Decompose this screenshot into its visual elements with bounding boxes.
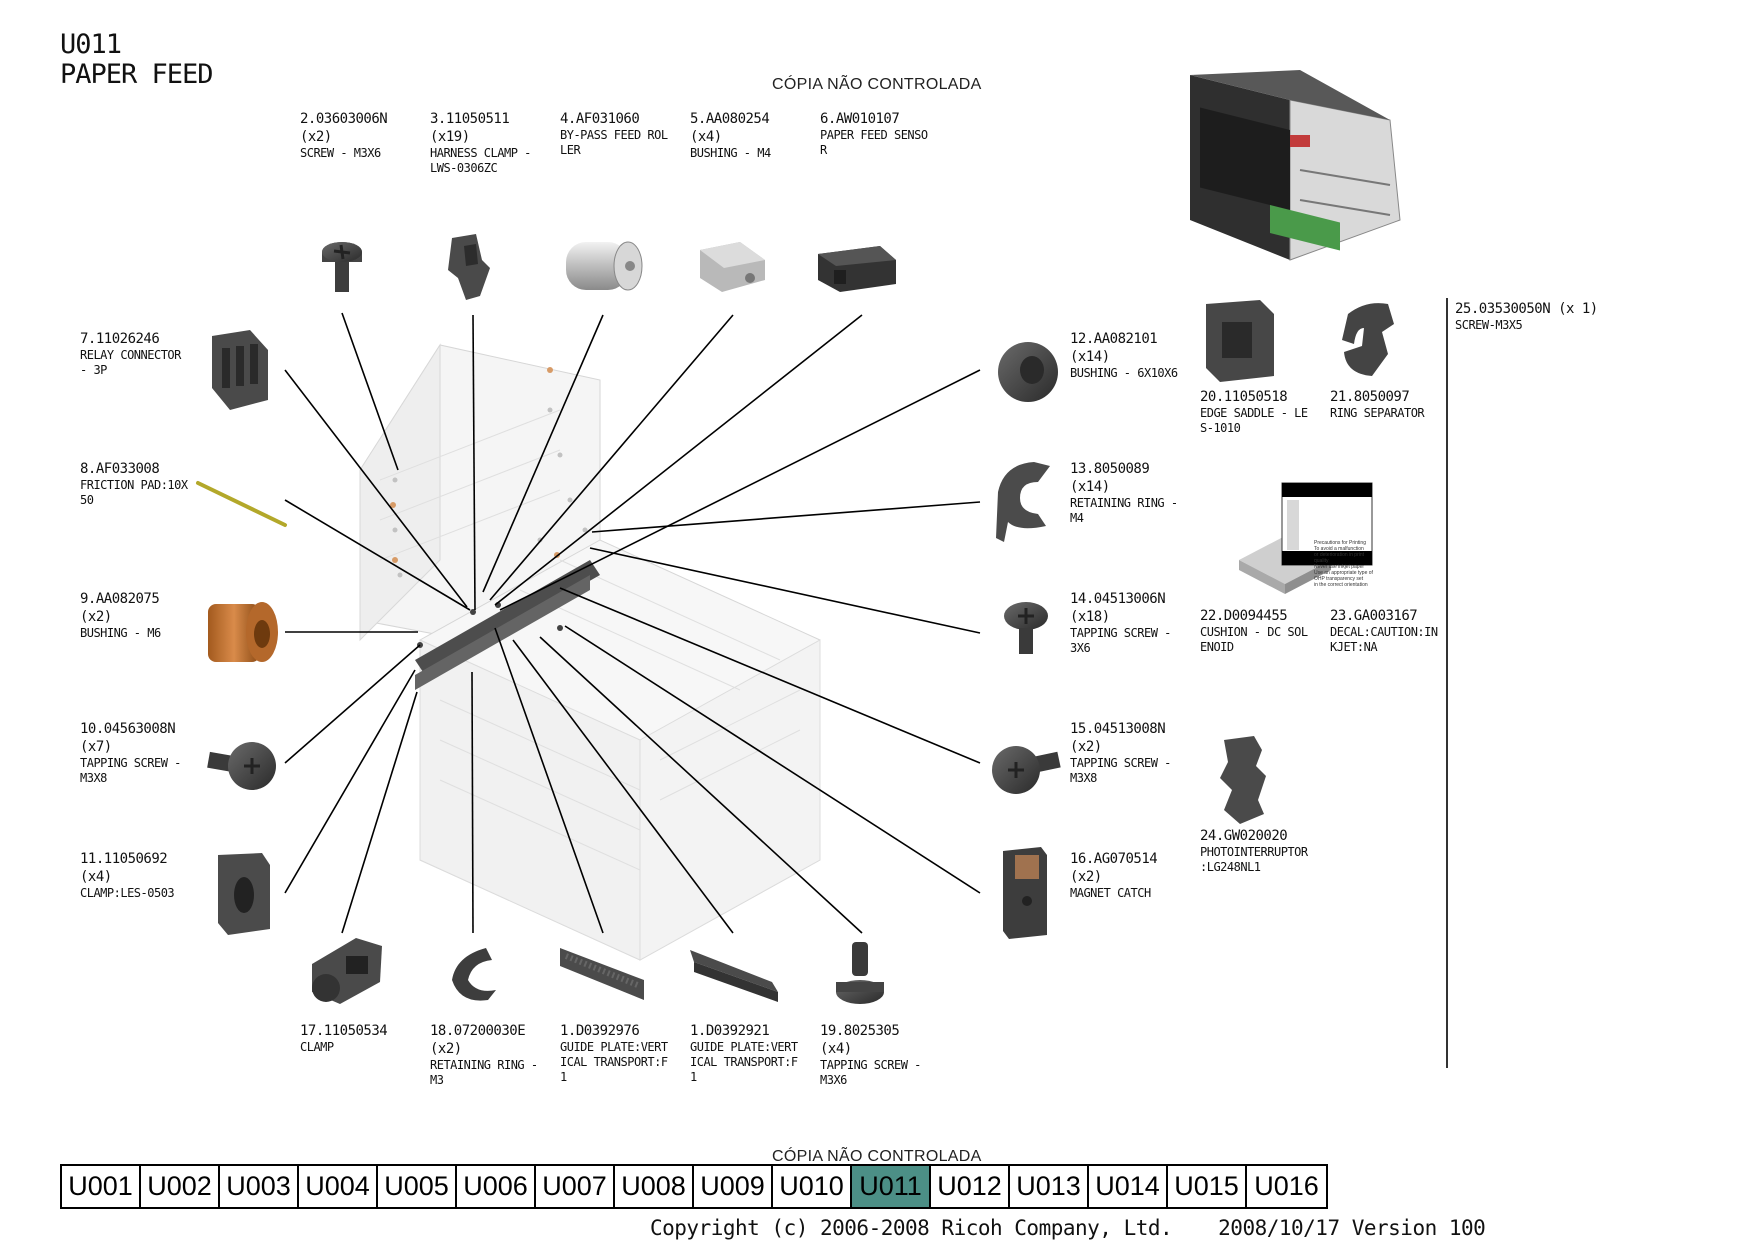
part-label-19: 19.8025305(x4)TAPPING SCREW -M3X6	[820, 1023, 921, 1087]
part-label-18: 18.07200030E(x2)RETAINING RING - M3	[430, 1023, 538, 1087]
tab-u016[interactable]: U016	[1247, 1166, 1326, 1207]
tab-u004[interactable]: U004	[299, 1166, 378, 1207]
screw-icon	[322, 242, 362, 292]
ring-separator-icon	[1342, 303, 1394, 376]
retaining-ring-m3-icon	[452, 948, 496, 1001]
magnet-catch-icon	[1003, 847, 1047, 939]
watermark-top: CÓPIA NÃO CONTROLADA	[772, 76, 982, 93]
clamp-icon	[218, 853, 270, 935]
unit-navigation: U001 U002 U003 U004 U005 U006 U007 U008 …	[60, 1164, 1328, 1209]
orange-bushing-icon	[208, 602, 278, 662]
tapping-screw-3x6-icon	[1004, 602, 1048, 654]
part-label-5: 5.AA080254(x4)BUSHING - M4	[690, 111, 771, 160]
friction-pad-icon	[196, 481, 287, 527]
watermark-bottom: CÓPIA NÃO CONTROLADA	[772, 1148, 982, 1165]
part-label-12: 12.AA082101(x14)BUSHING - 6X10X6	[1070, 331, 1178, 380]
tab-u001[interactable]: U001	[62, 1166, 141, 1207]
tab-u005[interactable]: U005	[378, 1166, 457, 1207]
tab-u007[interactable]: U007	[536, 1166, 615, 1207]
tab-u015[interactable]: U015	[1168, 1166, 1247, 1207]
tab-u003[interactable]: U003	[220, 1166, 299, 1207]
tab-u013[interactable]: U013	[1010, 1166, 1089, 1207]
unit-name: PAPER FEED	[60, 59, 214, 90]
retaining-ring-icon	[996, 462, 1050, 542]
page-title: U011 PAPER FEED	[60, 29, 214, 90]
photointerruptor-icon	[1220, 736, 1266, 824]
part-label-16: 16.AG070514(x2)MAGNET CATCH	[1070, 851, 1158, 900]
part-label-13: 13.8050089(x14)RETAINING RING - M4	[1070, 461, 1178, 525]
bushing-icon	[700, 242, 765, 292]
part-label-9: 9.AA082075(x2)BUSHING - M6	[80, 591, 161, 640]
part-label-11: 11.11050692(x4)CLAMP:LES-0503	[80, 851, 175, 900]
paper-feed-sensor-icon	[818, 246, 896, 292]
column-divider	[1446, 298, 1448, 1068]
clamp-17-icon	[312, 938, 382, 1004]
bypass-roller-icon	[566, 241, 643, 291]
tab-u008[interactable]: U008	[615, 1166, 694, 1207]
guide-plate-icon	[560, 948, 644, 1000]
tapping-screw-icon	[207, 742, 276, 790]
part-label-25: 25.03530050N (x 1)SCREW-M3X5	[1455, 301, 1598, 332]
part-label-14: 14.04513006N(x18)TAPPING SCREW -3X6	[1070, 591, 1171, 655]
relay-connector-icon	[212, 330, 268, 410]
machine-location-thumbnail	[1190, 70, 1401, 261]
tab-u002[interactable]: U002	[141, 1166, 220, 1207]
bushing-6x10x6-icon	[998, 342, 1058, 402]
tab-u010[interactable]: U010	[773, 1166, 852, 1207]
part-label-3: 3.11050511(x19)HARNESS CLAMP -LWS-0306ZC	[430, 111, 531, 175]
leader-lines	[284, 312, 981, 934]
footer: Copyright (c) 2006-2008 Ricoh Company, L…	[650, 1216, 1486, 1240]
tab-u009[interactable]: U009	[694, 1166, 773, 1207]
part-label-2: 2.03603006N(x2)SCREW - M3X6	[300, 111, 388, 160]
guide-plate-2-icon	[690, 950, 778, 1002]
version-text: 2008/10/17 Version 100	[1218, 1216, 1486, 1240]
tab-u011[interactable]: U011	[852, 1166, 931, 1207]
tapping-screw-m3x8-icon	[992, 746, 1061, 794]
harness-clamp-icon	[448, 234, 490, 300]
decal-icon	[1281, 482, 1373, 566]
tapping-screw-19-icon	[836, 942, 884, 1004]
copyright-text: Copyright (c) 2006-2008 Ricoh Company, L…	[650, 1216, 1173, 1240]
edge-saddle-icon	[1206, 300, 1274, 382]
part-label-15: 15.04513008N(x2)TAPPING SCREW -M3X8	[1070, 721, 1171, 785]
paper-feed-assembly	[359, 343, 821, 961]
unit-code: U011	[60, 29, 122, 60]
tab-u012[interactable]: U012	[931, 1166, 1010, 1207]
part-label-10: 10.04563008N(x7)TAPPING SCREW -M3X8	[80, 721, 181, 785]
tab-u014[interactable]: U014	[1089, 1166, 1168, 1207]
tab-u006[interactable]: U006	[457, 1166, 536, 1207]
